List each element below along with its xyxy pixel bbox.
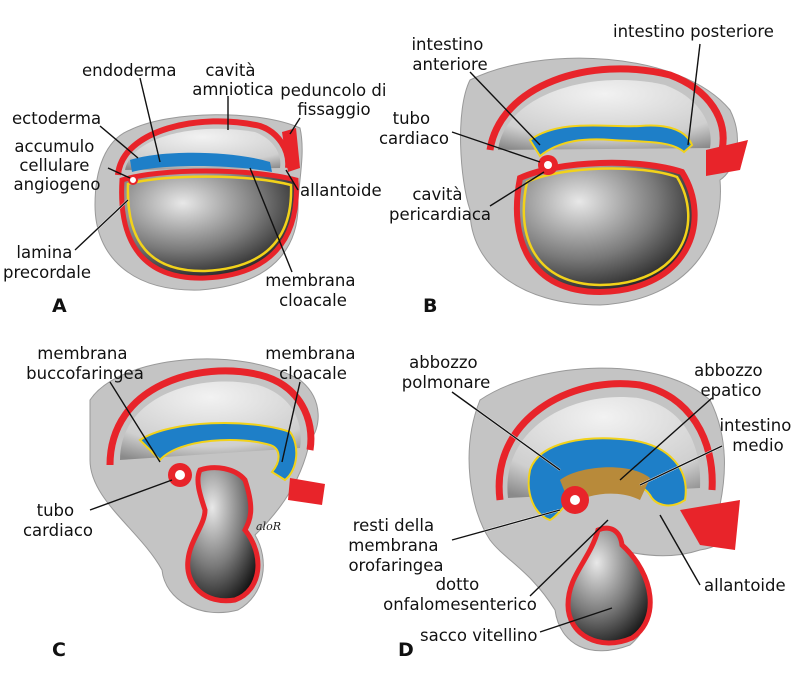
- panel-b-stalk: [706, 140, 748, 176]
- label-line: cavità: [412, 185, 462, 204]
- panel-c-signature: aloR: [256, 520, 281, 533]
- label-line: anteriore: [412, 55, 487, 74]
- label-lamina: lamina precordale: [3, 243, 91, 282]
- panel-b-amnion-red: [486, 65, 727, 151]
- label-line: cloacale: [279, 291, 347, 310]
- panel-c-leaders: [89, 381, 301, 511]
- label-line: intestino: [719, 416, 791, 435]
- panel-b-heart-lumen: [544, 161, 552, 169]
- label-line: cardiaco: [379, 129, 449, 148]
- label-line: intestino: [411, 35, 483, 54]
- label-membrana-cloacale-c: membrana cloacale: [265, 344, 360, 383]
- panel-b: B intestino anteriore intestino posterio…: [379, 22, 774, 317]
- panel-d-heart-lumen: [570, 495, 580, 505]
- label-line: cavità: [205, 61, 255, 80]
- panel-d-letter: D: [398, 639, 414, 661]
- panel-a-leaders: [74, 77, 301, 273]
- label-cavita-pericardiaca: cavità pericardiaca: [389, 185, 491, 224]
- panel-d-amnion-red: [495, 380, 716, 501]
- panel-d-stalk: [680, 500, 740, 550]
- panel-a-letter: A: [52, 295, 67, 317]
- label-cavita-amniotica-a: cavità amniotica: [192, 61, 274, 99]
- panel-a-endoderm-blue: [130, 152, 272, 172]
- label-line: tubo: [393, 109, 431, 128]
- panel-c-letter: C: [52, 639, 66, 661]
- label-line: precordale: [3, 263, 91, 282]
- label-line: membrana: [37, 344, 127, 363]
- panel-a-yolk-sac: [119, 168, 299, 281]
- panel-a: A endoderma cavità amniotica peduncolo d…: [3, 61, 391, 317]
- label-allantoide-d: allantoide: [704, 576, 786, 595]
- panel-b-leaders: [451, 43, 701, 207]
- panel-a-angiogenic-cluster: [128, 175, 138, 185]
- label-sacco-vitellino: sacco vitellino: [420, 626, 537, 645]
- panel-c: C aloR membrana buccofaringea membrana c…: [23, 344, 360, 661]
- label-abbozzo-epatico: abbozzo epatico: [694, 361, 768, 400]
- label-membrana-cloacale-a: membrana cloacale: [265, 271, 360, 310]
- label-tubo-cardiaco-c: tubo cardiaco: [23, 501, 93, 540]
- label-line: abbozzo: [409, 353, 478, 372]
- label-intestino-medio: intestino medio: [719, 416, 796, 455]
- panel-c-heart-lumen: [175, 470, 185, 480]
- panel-a-stalk: [282, 128, 300, 172]
- panel-c-amnion-red: [106, 367, 315, 466]
- panel-a-yolk-yellow: [126, 175, 293, 273]
- label-membrana-buccofaringea: membrana buccofaringea: [26, 344, 144, 383]
- label-tubo-cardiaco-b: tubo cardiaco: [379, 109, 449, 148]
- panel-b-yolk-yellow: [522, 167, 690, 287]
- label-line: medio: [732, 436, 783, 455]
- panel-a-amnion-red: [115, 118, 292, 176]
- label-line: onfalomesenterico: [383, 595, 537, 614]
- label-line: cardiaco: [23, 521, 93, 540]
- label-endoderma: endoderma: [82, 61, 176, 80]
- label-line: accumulo: [14, 137, 94, 156]
- label-line: buccofaringea: [26, 364, 144, 383]
- label-line: amniotica: [192, 80, 274, 99]
- label-line: cellulare: [19, 156, 89, 175]
- label-line: orofaringea: [348, 556, 443, 575]
- label-line: pericardiaca: [389, 205, 491, 224]
- label-line: peduncolo di: [280, 81, 386, 100]
- panel-d: D abbozzo polmonare abbozzo epatico inte…: [348, 353, 796, 661]
- panel-b-yolk-sac: [513, 159, 698, 296]
- label-allantoide-a: allantoide: [300, 181, 382, 200]
- label-line: membrana: [265, 344, 355, 363]
- label-intestino-posteriore: intestino posteriore: [613, 22, 774, 41]
- panel-c-stalk: [288, 478, 325, 505]
- label-accumulo: accumulo cellulare angiogeno: [14, 137, 101, 194]
- label-line: abbozzo: [694, 361, 763, 380]
- label-line: tubo: [37, 501, 75, 520]
- panel-d-yolk-sac: [565, 525, 653, 646]
- label-line: fissaggio: [297, 100, 370, 119]
- label-line: dotto: [436, 575, 480, 594]
- label-line: epatico: [701, 381, 762, 400]
- label-line: lamina: [16, 243, 72, 262]
- label-line: cloacale: [279, 364, 347, 383]
- label-line: polmonare: [402, 373, 490, 392]
- label-line: membrana: [265, 271, 355, 290]
- label-abbozzo-polmonare: abbozzo polmonare: [402, 353, 490, 392]
- label-intestino-anteriore: intestino anteriore: [411, 35, 488, 74]
- panel-c-endoderm-blue: [138, 422, 298, 482]
- label-line: angiogeno: [14, 175, 101, 194]
- panel-c-yolk-sac: [185, 465, 261, 604]
- label-line: resti della: [353, 516, 434, 535]
- panel-b-endoderm-blue: [528, 124, 694, 158]
- panel-d-leaders: [451, 391, 723, 633]
- panel-b-letter: B: [423, 295, 437, 317]
- label-dotto: dotto onfalomesenterico: [383, 575, 537, 614]
- label-peduncolo: peduncolo di fissaggio: [280, 81, 391, 119]
- label-line: membrana: [348, 536, 438, 555]
- label-ectoderma: ectoderma: [12, 109, 101, 128]
- label-resti: resti della membrana orofaringea: [348, 516, 443, 575]
